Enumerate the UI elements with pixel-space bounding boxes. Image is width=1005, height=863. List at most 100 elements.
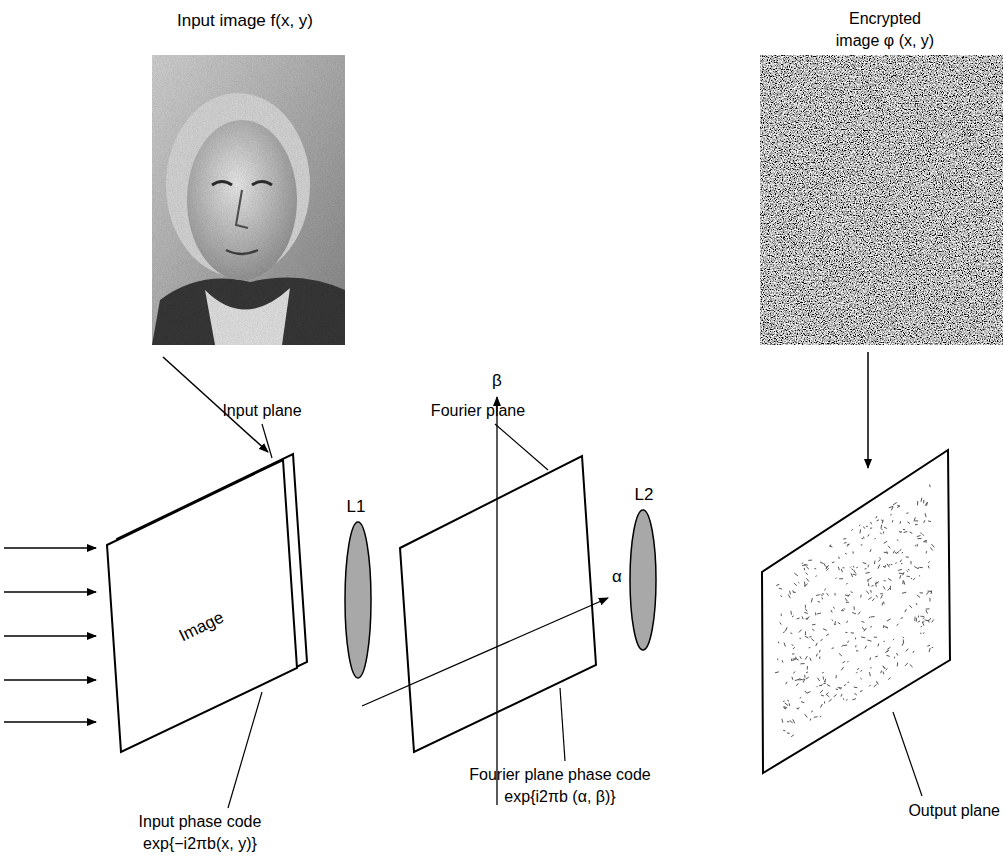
- speckle-dash: [868, 565, 869, 568]
- speckle-dash: [928, 520, 931, 522]
- lens-name: L2: [635, 484, 654, 506]
- speckle-dash: [925, 513, 926, 517]
- speckle-dash: [852, 699, 856, 700]
- speckle-dash: [824, 679, 825, 683]
- speckle-dash: [842, 645, 844, 646]
- speckle-dash: [843, 698, 844, 700]
- speckle-dash: [797, 708, 799, 710]
- speckle-dash: [909, 606, 912, 608]
- speckle-dash: [790, 720, 793, 723]
- speckle-dash: [888, 579, 891, 581]
- speckle-dash: [791, 735, 794, 737]
- encrypted-noise-image: [760, 55, 1003, 345]
- speckle-dash: [886, 669, 888, 671]
- speckle-dash: [884, 541, 887, 543]
- speckle-dash: [868, 534, 870, 536]
- speckle-dash: [913, 578, 915, 580]
- speckle-dash: [845, 632, 847, 633]
- speckle-dash: [804, 585, 806, 587]
- speckle-dash: [897, 505, 899, 508]
- speckle-dash: [826, 693, 829, 695]
- speckle-dash: [865, 568, 867, 569]
- speckle-dash: [827, 685, 830, 687]
- speckle-dash: [805, 605, 806, 608]
- speckle-dash: [845, 598, 847, 601]
- speckle-dash: [780, 622, 782, 624]
- speckle-dash: [900, 575, 901, 579]
- speckle-dash: [830, 545, 832, 548]
- speckle-dash: [843, 538, 846, 539]
- speckle-dash: [884, 552, 888, 554]
- speckle-dash: [905, 609, 907, 612]
- speckle-dash: [819, 657, 820, 660]
- speckle-dash: [854, 693, 857, 695]
- speckle-dash: [845, 595, 849, 597]
- speckle-dash: [843, 661, 846, 662]
- lens: [630, 510, 656, 650]
- speckle-dash: [820, 690, 823, 693]
- speckle-dash: [877, 682, 879, 684]
- speckle-dash: [854, 606, 855, 610]
- speckle-dash: [804, 612, 808, 613]
- fourier-plane: [400, 456, 596, 752]
- speckle-dash: [884, 527, 887, 528]
- speckle-dash: [907, 576, 910, 577]
- speckle-dash: [865, 646, 867, 649]
- speckle-dash: [857, 668, 859, 669]
- speckle-dash: [811, 711, 813, 712]
- speckle-dash: [805, 631, 806, 635]
- speckle-dash: [901, 563, 903, 564]
- speckle-dash: [919, 575, 920, 576]
- speckle-dash: [854, 570, 856, 574]
- speckle-pattern: [775, 485, 935, 737]
- speckle-dash: [867, 640, 871, 641]
- speckle-dash: [784, 708, 785, 710]
- speckle-dash: [862, 538, 864, 539]
- speckle-dash: [906, 512, 908, 514]
- speckle-dash: [817, 686, 818, 687]
- speckle-dash: [869, 672, 870, 676]
- speckle-dash: [775, 672, 779, 673]
- speckle-dash: [883, 586, 885, 589]
- speckle-dash: [931, 544, 934, 547]
- speckle-dash: [789, 703, 791, 706]
- speckle-dash: [869, 685, 871, 687]
- speckle-dash: [876, 582, 878, 584]
- speckle-dash: [826, 568, 828, 570]
- speckle-dash: [923, 541, 927, 542]
- speckle-dash: [803, 679, 805, 683]
- speckle-dash: [804, 568, 805, 570]
- speckle-dash: [784, 707, 788, 708]
- speckle-dash: [821, 684, 823, 686]
- speckle-dash: [920, 633, 921, 635]
- speckle-dash: [785, 627, 787, 631]
- speckle-dash: [833, 607, 835, 609]
- speckle-dash: [851, 591, 853, 593]
- speckle-dash: [783, 730, 785, 732]
- speckle-dash: [811, 639, 814, 642]
- speckle-dash: [876, 595, 878, 597]
- speckle-dash: [880, 593, 883, 594]
- speckle-dash: [798, 582, 799, 583]
- speckle-dash: [900, 560, 902, 563]
- speckle-dash: [815, 576, 817, 577]
- speckle-dash: [884, 565, 886, 568]
- speckle-dash: [926, 551, 927, 553]
- speckle-dash: [891, 564, 892, 566]
- speckle-dash: [874, 561, 876, 564]
- speckle-dash: [896, 552, 899, 554]
- speckle-dash: [898, 569, 902, 570]
- speckle-dash: [785, 703, 789, 706]
- speckle-dash: [856, 672, 857, 674]
- speckle-dash: [878, 559, 880, 561]
- speckle-dash: [805, 636, 809, 638]
- speckle-dash: [791, 659, 793, 662]
- speckle-dash: [836, 578, 837, 579]
- speckle-dash: [782, 719, 783, 723]
- speckle-dash: [800, 663, 804, 664]
- speckle-dash: [826, 634, 829, 636]
- speckle-dash: [852, 569, 854, 571]
- speckle-dash: [798, 707, 800, 709]
- speckle-dash: [821, 695, 824, 696]
- speckle-dash: [859, 529, 861, 533]
